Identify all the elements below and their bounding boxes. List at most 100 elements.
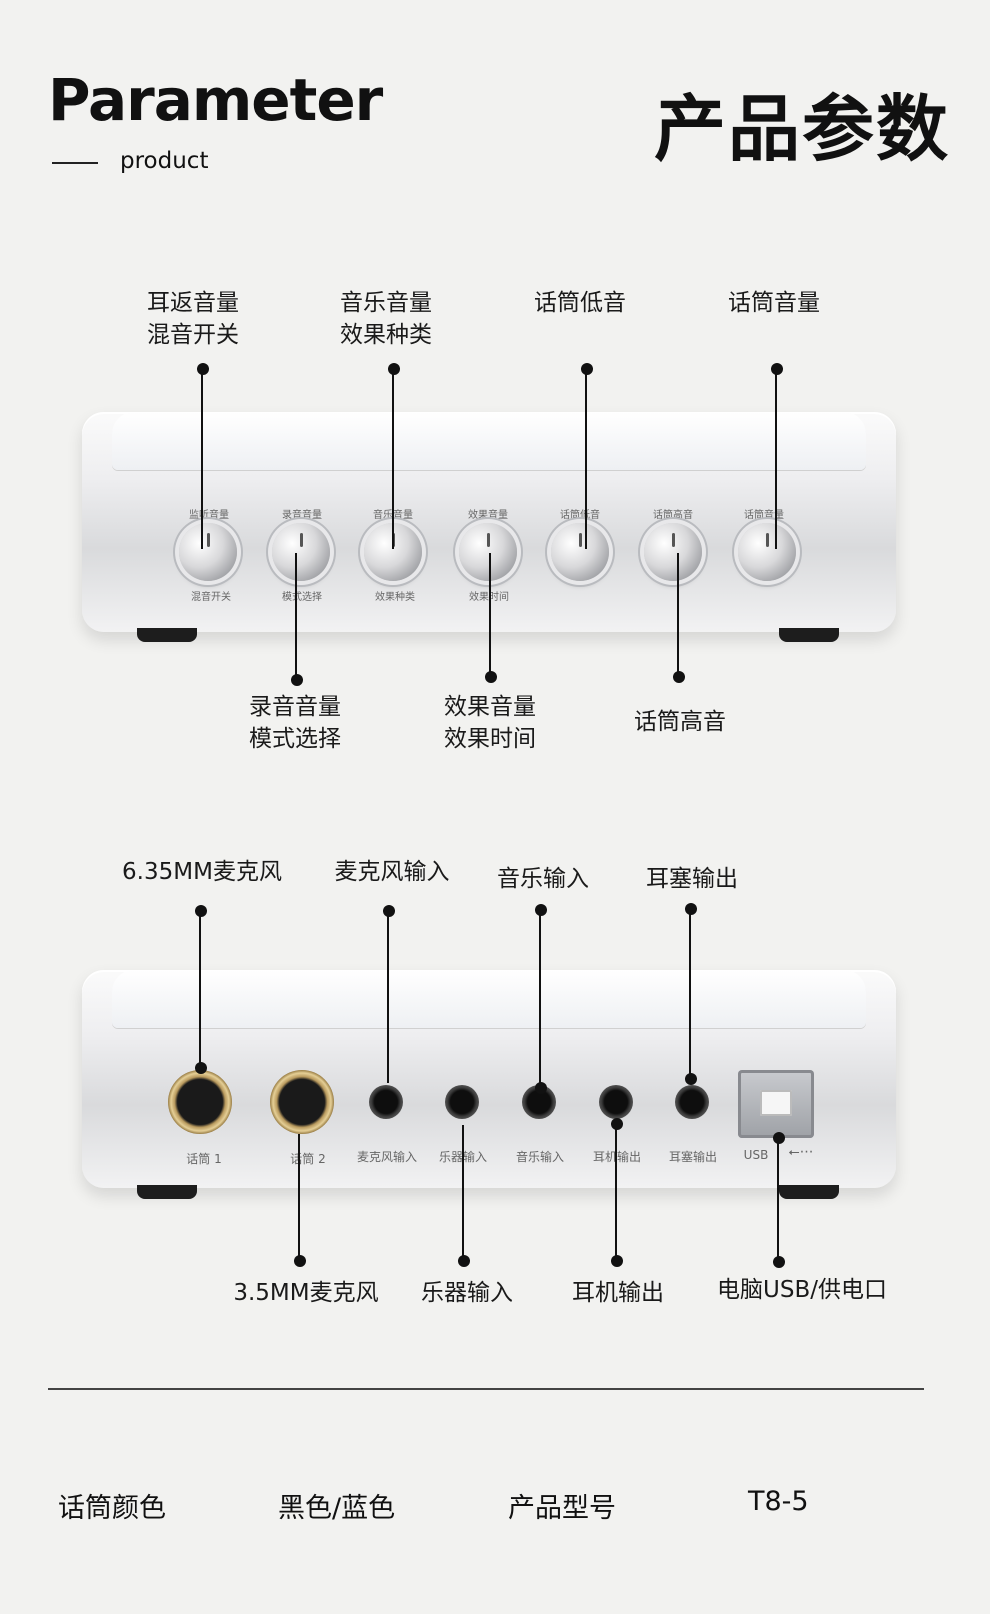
callout-line bbox=[392, 369, 394, 549]
label-line: 效果时间 bbox=[444, 726, 536, 752]
callout-dot bbox=[685, 903, 697, 915]
spec-label-mic-color: 话筒颜色 bbox=[58, 1493, 166, 1524]
label-line: 音乐音量 bbox=[340, 290, 432, 316]
front-label-mic-bass: 话筒低音 bbox=[534, 287, 626, 319]
back-label-635mic: 6.35MM麦克风 bbox=[122, 859, 282, 885]
knob-text: 效果音量 bbox=[468, 510, 508, 521]
label-line: 录音音量 bbox=[249, 694, 341, 720]
callout-dot bbox=[195, 905, 207, 917]
spec-value-model: T8-5 bbox=[748, 1486, 809, 1517]
front-label-mic-volume: 话筒音量 bbox=[728, 287, 820, 319]
page-subtitle: product bbox=[120, 148, 209, 174]
callout-dot bbox=[458, 1255, 470, 1267]
front-label-record: 录音音量 模式选择 bbox=[249, 691, 341, 755]
callout-line bbox=[585, 369, 587, 549]
callout-line bbox=[539, 910, 541, 1088]
callout-dot bbox=[197, 363, 209, 375]
callout-line bbox=[199, 911, 201, 1069]
label-line: 话筒高音 bbox=[634, 709, 726, 735]
port-text: USB bbox=[743, 1148, 769, 1162]
label-line: 模式选择 bbox=[249, 726, 341, 752]
back-label-earbud-output: 耳塞输出 bbox=[646, 866, 738, 892]
jack-mic-1[interactable] bbox=[168, 1070, 232, 1134]
callout-dot bbox=[535, 1082, 547, 1094]
callout-dot bbox=[771, 363, 783, 375]
callout-line bbox=[462, 1125, 464, 1261]
divider bbox=[48, 1388, 924, 1390]
callout-line bbox=[201, 369, 203, 549]
device-foot bbox=[137, 1185, 197, 1199]
device-top bbox=[112, 412, 866, 470]
back-label-headphone: 耳机输出 bbox=[572, 1280, 664, 1306]
port-text: 话筒 2 bbox=[290, 1152, 326, 1166]
label-line: 效果种类 bbox=[340, 322, 432, 348]
device-top bbox=[112, 970, 866, 1028]
callout-dot bbox=[685, 1073, 697, 1085]
callout-line bbox=[689, 909, 691, 1079]
knob-text: 模式选择 bbox=[282, 592, 322, 603]
knob-text: 混音开关 bbox=[191, 592, 231, 603]
callout-dot bbox=[611, 1118, 623, 1130]
label-line: 混音开关 bbox=[147, 322, 239, 348]
knob-text: 监听音量 bbox=[189, 510, 229, 521]
front-label-effect: 效果音量 效果时间 bbox=[444, 691, 536, 755]
label-line: 话筒音量 bbox=[728, 290, 820, 316]
knob-text: 话筒低音 bbox=[560, 510, 600, 521]
port-text: 麦克风输入 bbox=[356, 1150, 418, 1164]
front-label-monitor: 耳返音量 混音开关 bbox=[147, 287, 239, 351]
jack-mic-input[interactable] bbox=[369, 1085, 403, 1119]
callout-dot bbox=[485, 671, 497, 683]
knob-text: 效果种类 bbox=[375, 592, 415, 603]
back-label-mic-input: 麦克风输入 bbox=[334, 859, 450, 885]
port-text: 音乐输入 bbox=[515, 1150, 565, 1164]
front-label-mic-treble: 话筒高音 bbox=[634, 706, 726, 738]
back-label-music-input: 音乐输入 bbox=[497, 866, 589, 892]
knob-effect-volume[interactable] bbox=[459, 523, 517, 581]
callout-dot bbox=[773, 1132, 785, 1144]
callout-dot bbox=[535, 904, 547, 916]
spec-value-mic-color: 黑色/蓝色 bbox=[278, 1493, 396, 1524]
page-title-en: Parameter bbox=[48, 66, 383, 134]
callout-line bbox=[777, 1138, 779, 1262]
port-text: 耳塞输出 bbox=[668, 1150, 718, 1164]
device-foot bbox=[779, 1185, 839, 1199]
callout-line bbox=[615, 1124, 617, 1261]
callout-dot bbox=[195, 1062, 207, 1074]
callout-line bbox=[387, 911, 389, 1083]
usb-port[interactable] bbox=[738, 1070, 814, 1138]
knob-text: 话筒音量 bbox=[744, 510, 784, 521]
callout-dot bbox=[773, 1256, 785, 1268]
knob-mic-bass[interactable] bbox=[551, 523, 609, 581]
knob-mic-treble[interactable] bbox=[644, 523, 702, 581]
callout-dot bbox=[294, 1255, 306, 1267]
label-line: 效果音量 bbox=[444, 694, 536, 720]
jack-earbud-output[interactable] bbox=[675, 1085, 709, 1119]
front-label-music: 音乐音量 效果种类 bbox=[340, 287, 432, 351]
callout-line bbox=[775, 369, 777, 549]
jack-instrument-input[interactable] bbox=[445, 1085, 479, 1119]
spec-label-model: 产品型号 bbox=[508, 1493, 616, 1524]
usb-icon: ⭠⋯ bbox=[788, 1144, 814, 1160]
label-line: 话筒低音 bbox=[534, 290, 626, 316]
knob-text: 话筒高音 bbox=[653, 510, 693, 521]
callout-line bbox=[677, 553, 679, 677]
page-title-cn: 产品参数 bbox=[653, 87, 950, 171]
jack-mic-2[interactable] bbox=[270, 1070, 334, 1134]
callout-line bbox=[489, 553, 491, 677]
callout-dot bbox=[383, 905, 395, 917]
back-label-usb: 电脑USB/供电口 bbox=[717, 1277, 887, 1303]
label-line: 耳返音量 bbox=[147, 290, 239, 316]
knob-record-volume[interactable] bbox=[272, 523, 330, 581]
device-foot bbox=[137, 628, 197, 642]
jack-headphone-output[interactable] bbox=[599, 1085, 633, 1119]
back-label-instrument: 乐器输入 bbox=[421, 1280, 513, 1306]
callout-dot bbox=[388, 363, 400, 375]
port-text: 耳机输出 bbox=[592, 1150, 642, 1164]
callout-dot bbox=[673, 671, 685, 683]
back-label-35mic: 3.5MM麦克风 bbox=[233, 1280, 379, 1306]
knob-mic-volume[interactable] bbox=[738, 523, 796, 581]
callout-dot bbox=[291, 674, 303, 686]
title-rule bbox=[52, 162, 98, 164]
port-text: 话筒 1 bbox=[186, 1152, 222, 1166]
knob-monitor-volume[interactable] bbox=[179, 523, 237, 581]
